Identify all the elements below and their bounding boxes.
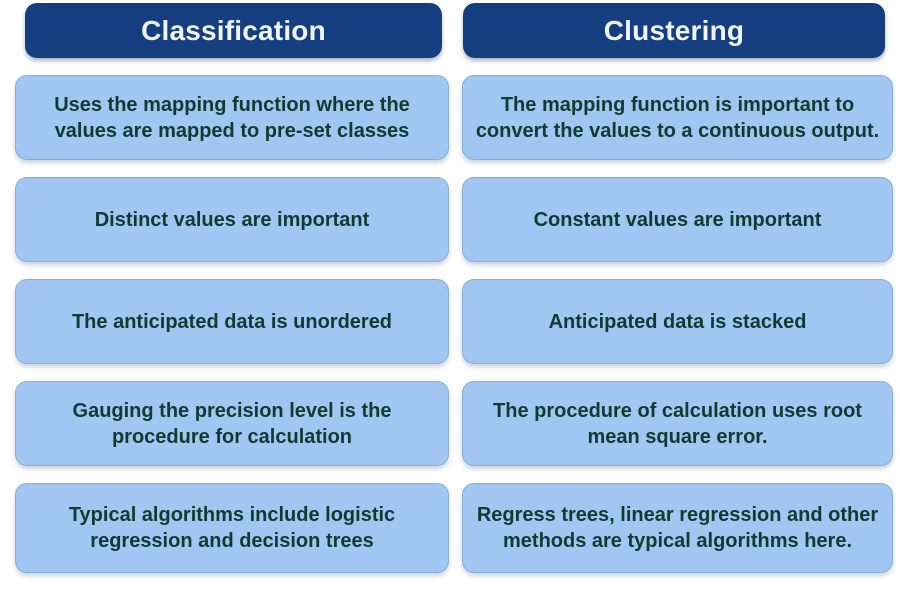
- cell-text: Distinct values are important: [94, 208, 370, 231]
- cell-text: The mapping function is important to con…: [475, 93, 880, 142]
- cell-text: The anticipated data is unordered: [71, 310, 393, 333]
- clustering-cell-mapping: The mapping function is important to con…: [462, 75, 893, 160]
- classification-header: Classification: [25, 3, 442, 58]
- column-clustering: Clustering The mapping function is impor…: [462, 3, 893, 573]
- classification-cell-calculation: Gauging the precision level is the proce…: [15, 381, 449, 466]
- cell-text: Uses the mapping function where the valu…: [54, 93, 410, 142]
- classification-cell-data-order: The anticipated data is unordered: [15, 279, 449, 364]
- clustering-header-label: Clustering: [603, 14, 745, 46]
- clustering-cell-algorithms: Regress trees, linear regression and oth…: [462, 483, 893, 573]
- classification-cell-mapping: Uses the mapping function where the valu…: [15, 75, 449, 160]
- clustering-cell-calculation: The procedure of calculation uses root m…: [462, 381, 893, 466]
- comparison-columns: Classification Uses the mapping function…: [15, 3, 893, 573]
- column-classification: Classification Uses the mapping function…: [15, 3, 449, 573]
- clustering-cell-values: Constant values are important: [462, 177, 893, 262]
- cell-text: Regress trees, linear regression and oth…: [476, 504, 879, 552]
- cell-text: Constant values are important: [533, 208, 822, 231]
- cell-text: Gauging the precision level is the proce…: [72, 399, 392, 448]
- cell-text: The procedure of calculation uses root m…: [493, 399, 862, 448]
- cell-text: Anticipated data is stacked: [548, 310, 807, 333]
- clustering-cell-data-order: Anticipated data is stacked: [462, 279, 893, 364]
- classification-cell-algorithms: Typical algorithms include logistic regr…: [15, 483, 449, 573]
- cell-text: Typical algorithms include logistic regr…: [68, 504, 396, 552]
- clustering-header: Clustering: [463, 3, 885, 58]
- classification-header-label: Classification: [141, 14, 326, 46]
- classification-cell-values: Distinct values are important: [15, 177, 449, 262]
